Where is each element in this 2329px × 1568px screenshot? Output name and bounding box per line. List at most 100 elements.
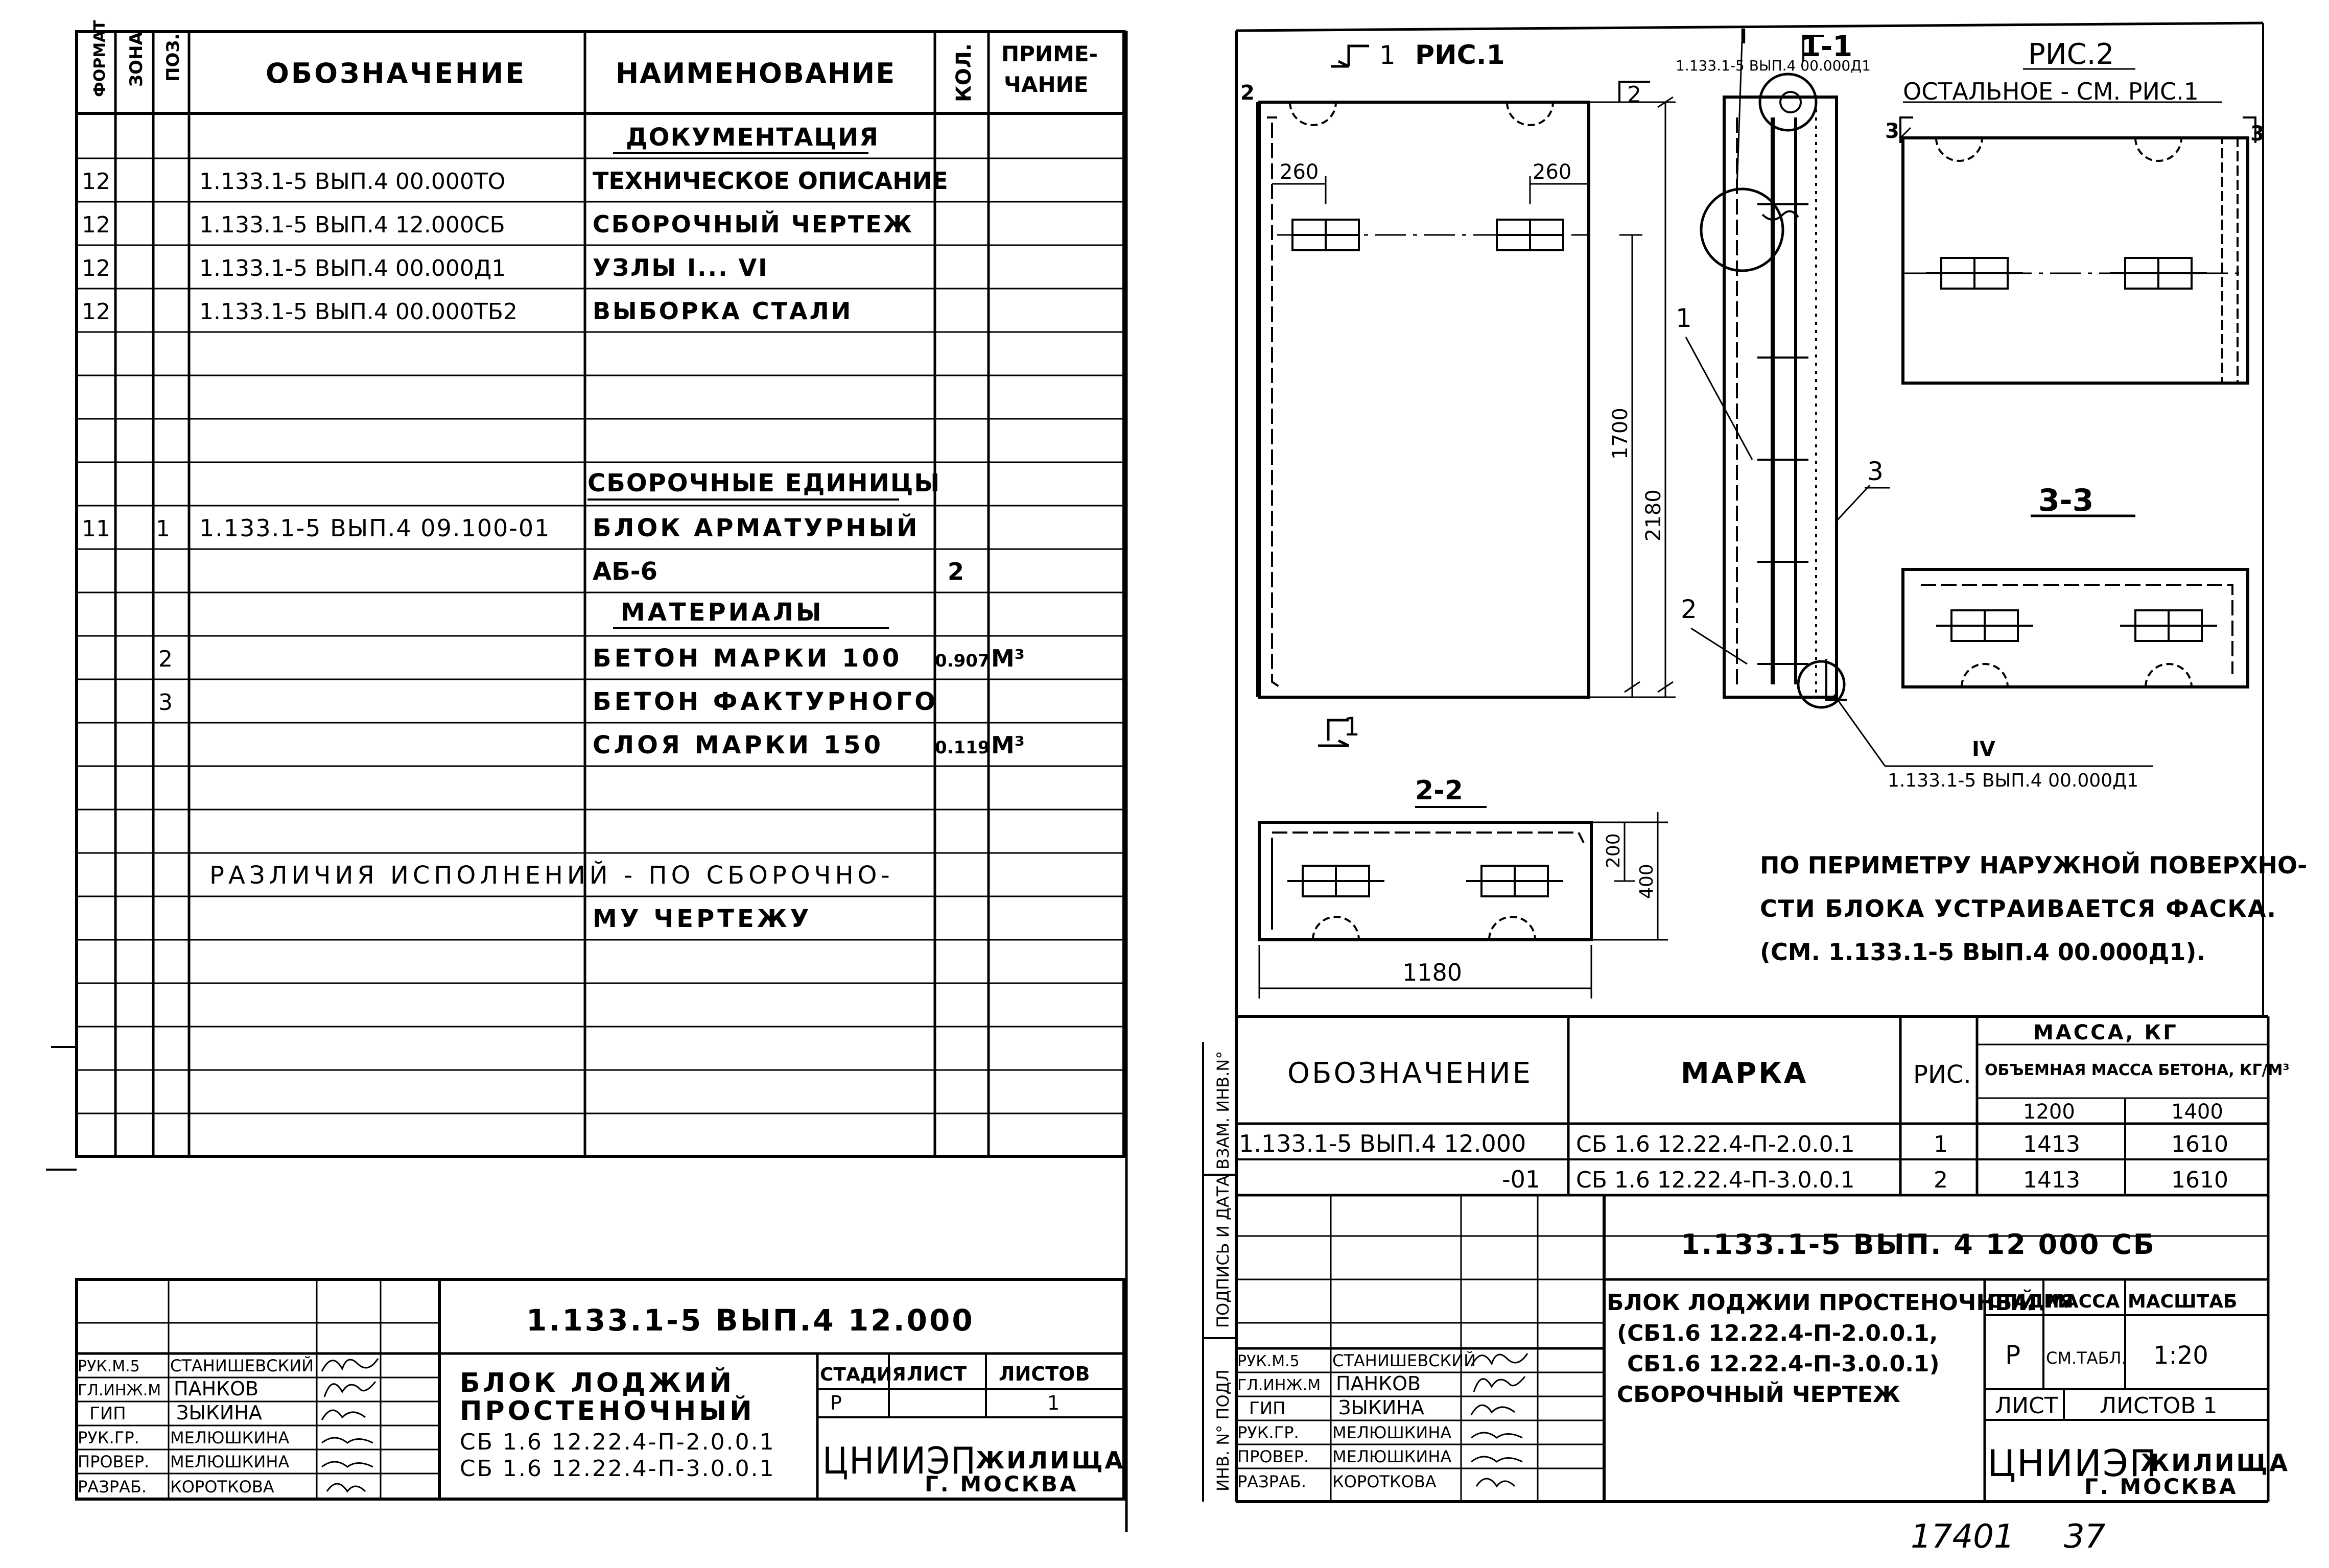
- note-line-3: (СМ. 1.133.1-5 ВЫП.4 00.000Д1).: [1760, 938, 2205, 966]
- unit-name-2: АБ-6: [593, 557, 657, 586]
- marks-row1-m1: 1413: [2023, 1167, 2080, 1193]
- cut-1-bottom: 1: [1344, 712, 1360, 742]
- section-2-2-label: 2-2: [1415, 775, 1463, 806]
- right-role-5: РАЗРАБ.: [1237, 1472, 1306, 1491]
- left-person-1: ПАНКОВ: [174, 1377, 258, 1400]
- left-person-5: КОРОТКОВА: [170, 1477, 274, 1496]
- left-person-4: МЕЛЮШКИНА: [170, 1452, 289, 1471]
- section-1-1: 1-1 I 1.133.1-5 ВЫП.4 00.000Д1 1 2 3 IV …: [1676, 25, 2153, 791]
- right-person-2: ЗЫКИНА: [1338, 1396, 1424, 1419]
- left-title-block: 1.133.1-5 ВЫП.4 12.000 БЛОК ЛОДЖИЙ ПРОСТ…: [75, 1278, 1125, 1501]
- right-role-0: РУК.М.5: [1237, 1352, 1300, 1370]
- footer-handwritten-left: 17401: [1911, 1518, 2015, 1556]
- left-stamp-title-4: СБ 1.6 12.22.4-П-3.0.0.1: [460, 1456, 775, 1482]
- dim-2180: 2180: [1642, 489, 1665, 541]
- marks-row0-designation: 1.133.1-5 ВЫП.4 12.000: [1239, 1130, 1526, 1157]
- right-frame: [1235, 21, 2268, 1503]
- doc-name-1: СБОРОЧНЫЙ ЧЕРТЕЖ: [593, 210, 913, 238]
- header-format: ФОРМАТ: [91, 20, 109, 97]
- remark-line-1: РАЗЛИЧИЯ ИСПОЛНЕНИЙ - ПО СБОРОЧНО-: [209, 861, 894, 890]
- strip-sign-date: ПОДПИСЬ И ДАТА: [1213, 1175, 1233, 1328]
- left-stamp-stage: Р: [830, 1392, 842, 1414]
- right-stamp-scale: 1:20: [2153, 1341, 2208, 1370]
- right-person-4: МЕЛЮШКИНА: [1332, 1447, 1451, 1466]
- doc-format-2: 12: [82, 255, 110, 281]
- cut-2-left: 2: [1240, 81, 1255, 105]
- left-stamp-sheets-label: ЛИСТОВ: [999, 1363, 1090, 1385]
- left-signatures: [321, 1358, 379, 1493]
- doc-designation-2: 1.133.1-5 ВЫП.4 00.000Д1: [199, 255, 506, 281]
- strip-replace-inv: ВЗАМ. ИНВ.N°: [1213, 1051, 1233, 1170]
- header-name: НАИМЕНОВАНИЕ: [616, 57, 896, 89]
- dim-1700: 1700: [1609, 408, 1632, 460]
- marks-h-fig: РИС.: [1913, 1060, 1971, 1089]
- fig1-label: РИС.1: [1415, 40, 1505, 70]
- marks-row1-designation: -01: [1502, 1166, 1540, 1193]
- right-stamp-title-2: (СБ1.6 12.22.4-П-2.0.0.1,: [1617, 1320, 1938, 1346]
- marks-h-d1: 1200: [2023, 1100, 2075, 1124]
- unit-designation: 1.133.1-5 ВЫП.4 09.100-01: [199, 514, 550, 542]
- fig2-note: ОСТАЛЬНОЕ - СМ. РИС.1: [1903, 78, 2199, 105]
- right-stamp-stage-label: СТАДИЯ: [1987, 1291, 2074, 1312]
- material-name-2: СЛОЯ МАРКИ 150: [593, 731, 884, 759]
- right-stamp-code: 1.133.1-5 ВЫП. 4 12 000 СБ: [1681, 1228, 2156, 1261]
- marks-table: ОБОЗНАЧЕНИЕ МАРКА РИС. МАССА, КГ ОБЪЕМНА…: [1236, 1015, 2290, 1197]
- marks-row1-m2: 1610: [2171, 1167, 2228, 1193]
- material-qty-0: 0.907: [935, 651, 990, 671]
- left-role-2: ГИП: [89, 1404, 126, 1424]
- material-pos-0: 2: [158, 646, 173, 672]
- marks-row1-mark: СБ 1.6 12.22.4-П-3.0.0.1: [1576, 1167, 1855, 1193]
- header-note-2: ЧАНИЕ: [1004, 72, 1088, 97]
- left-role-4: ПРОВЕР.: [78, 1452, 149, 1471]
- right-stamp-title-4: СБОРОЧНЫЙ ЧЕРТЕЖ: [1617, 1381, 1900, 1408]
- doc-name-0: ТЕХНИЧЕСКОЕ ОПИСАНИЕ: [593, 167, 948, 195]
- marks-h-mark: МАРКА: [1681, 1057, 1808, 1090]
- marks-row0-m1: 1413: [2023, 1131, 2080, 1157]
- right-stamp-mass-label: МАССА: [2046, 1291, 2120, 1312]
- right-signatures: [1470, 1353, 1528, 1488]
- doc-format-3: 12: [82, 299, 110, 325]
- left-stamp-sheets: 1: [1047, 1392, 1060, 1414]
- fig2-label: РИС.2: [2028, 38, 2114, 71]
- marks-h-designation: ОБОЗНАЧЕНИЕ: [1287, 1057, 1533, 1090]
- right-stamp-mass: СМ.ТАБЛ.: [2046, 1348, 2127, 1368]
- cut-2-right: 2: [1627, 82, 1641, 108]
- doc-designation-1: 1.133.1-5 ВЫП.4 12.000СБ: [199, 212, 505, 238]
- strip-inv-orig: ИНВ. N° ПОДЛ: [1213, 1369, 1233, 1491]
- callout-1: 1: [1676, 303, 1692, 333]
- right-person-0: СТАНИШЕВСКИЙ: [1332, 1351, 1476, 1370]
- chamfer-note: ПО ПЕРИМЕТРУ НАРУЖНОЙ ПОВЕРХНО- СТИ БЛОК…: [1760, 851, 2307, 966]
- unit-qty: 2: [948, 558, 964, 585]
- left-stamp-code: 1.133.1-5 ВЫП.4 12.000: [526, 1303, 975, 1338]
- cut-3-left: 3: [1885, 120, 1899, 143]
- left-role-3: РУК.ГР.: [78, 1428, 139, 1447]
- material-name-0: БЕТОН МАРКИ 100: [593, 644, 902, 673]
- left-person-3: МЕЛЮШКИНА: [170, 1428, 289, 1447]
- left-stamp-org: ЦНИИЭП: [822, 1439, 977, 1482]
- unit-pos: 1: [156, 516, 170, 542]
- doc-name-3: ВЫБОРКА СТАЛИ: [593, 297, 853, 325]
- callout-2: 2: [1681, 595, 1697, 624]
- material-name-1: БЕТОН ФАКТУРНОГО: [593, 687, 938, 716]
- marks-h-mass: МАССА, КГ: [2033, 1021, 2178, 1044]
- right-title-block: 1.133.1-5 ВЫП. 4 12 000 СБ БЛОК ЛОДЖИИ П…: [1236, 1195, 2288, 1502]
- dim-260-left: 260: [1280, 160, 1319, 184]
- header-qty: КОЛ.: [952, 43, 976, 102]
- left-stamp-title-1: БЛОК ЛОДЖИЙ: [460, 1367, 735, 1398]
- note-line-2: СТИ БЛОКА УСТРАИВАЕТСЯ ФАСКА.: [1760, 895, 2277, 922]
- left-role-0: РУК.М.5: [78, 1358, 140, 1375]
- header-pos: ПОЗ.: [163, 34, 183, 82]
- right-role-2: ГИП: [1249, 1398, 1286, 1419]
- specification-table: ФОРМАТ ЗОНА ПОЗ. ОБОЗНАЧЕНИЕ НАИМЕНОВАНИ…: [75, 20, 1125, 1158]
- unit-name-1: БЛОК АРМАТУРНЫЙ: [593, 513, 920, 542]
- fig2-view: РИС.2 ОСТАЛЬНОЕ - СМ. РИС.1 3 3: [1885, 38, 2265, 385]
- node-I-ref: 1.133.1-5 ВЫП.4 00.000Д1: [1676, 57, 1871, 74]
- right-person-1: ПАНКОВ: [1336, 1372, 1421, 1395]
- doc-designation-3: 1.133.1-5 ВЫП.4 00.000ТБ2: [199, 299, 517, 325]
- header-designation: ОБОЗНАЧЕНИЕ: [266, 57, 526, 89]
- side-strip: ВЗАМ. ИНВ.N° ПОДПИСЬ И ДАТА ИНВ. N° ПОДЛ: [1202, 1042, 1236, 1502]
- right-role-4: ПРОВЕР.: [1237, 1447, 1309, 1466]
- doc-format-1: 12: [82, 212, 110, 238]
- dim-260-right: 260: [1533, 160, 1571, 184]
